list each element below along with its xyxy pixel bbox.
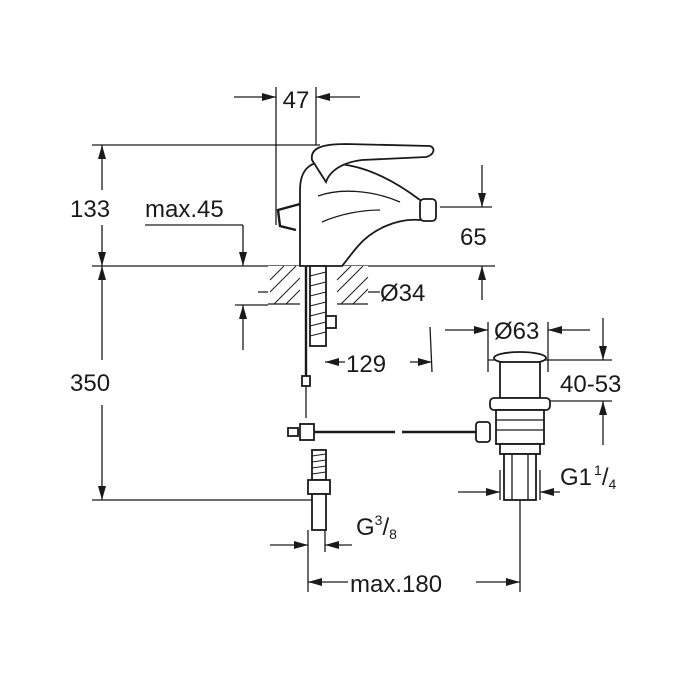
dim-129: 129 — [346, 351, 386, 378]
dim-133: 133 — [70, 196, 110, 223]
dim-65: 65 — [460, 224, 487, 251]
popup-drain — [489, 351, 551, 501]
dim-max45: max.45 — [145, 196, 224, 223]
underdeck-fittings — [287, 265, 491, 531]
dim-diameter-63: Ø63 — [494, 318, 539, 345]
dim-350: 350 — [70, 370, 110, 397]
dim-47: 47 — [283, 87, 310, 114]
dim-supply-thread: G3/8 — [356, 512, 397, 542]
dim-max180: max.180 — [350, 571, 442, 598]
countertop-section — [268, 265, 369, 305]
dim-diameter-34: Ø34 — [380, 280, 425, 307]
bidet-mixer-body — [276, 143, 437, 267]
dimension-labels: 47 133 max.45 65 Ø34 350 129 Ø63 40-53 G… — [70, 87, 621, 598]
dim-40-53: 40-53 — [560, 371, 621, 398]
